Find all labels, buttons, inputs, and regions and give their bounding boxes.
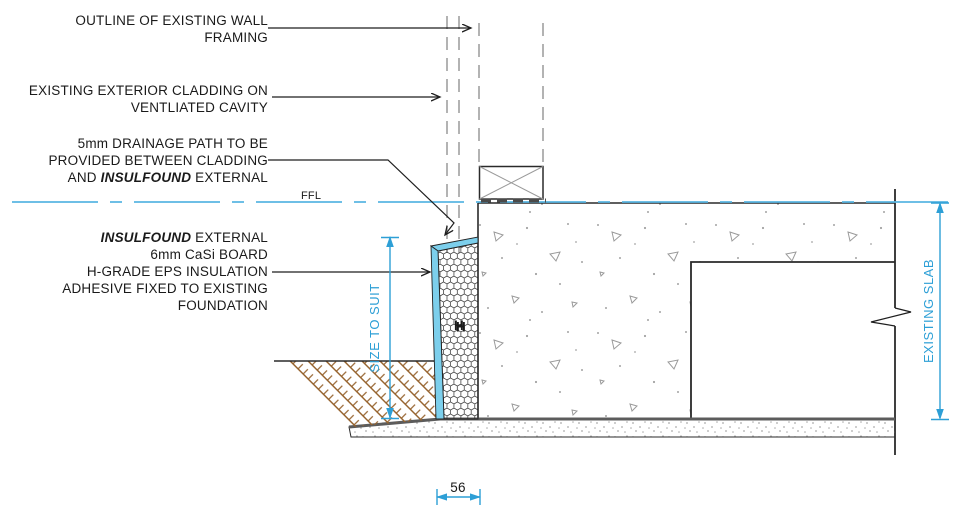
casi-board-face	[430, 245, 445, 420]
eps-grade-shadow: H	[456, 320, 466, 335]
leader-lines	[268, 28, 471, 272]
bottom-plate-symbol	[478, 165, 546, 203]
break-line-symbol	[870, 307, 912, 327]
insulfound-board: H H	[429, 236, 479, 420]
board-line1: INSULFOUND EXTERNAL	[101, 230, 269, 245]
existing-slab-label: EXISTING SLAB	[921, 259, 936, 363]
drainage-line2: PROVIDED BETWEEN CLADDING	[48, 153, 268, 168]
callout-drainage: 5mm DRAINAGE PATH TO BE PROVIDED BETWEEN…	[48, 136, 268, 185]
cladding-line1: EXISTING EXTERIOR CLADDING ON	[29, 83, 268, 98]
ffl-label: FFL	[301, 190, 321, 202]
callout-insulfound-board: INSULFOUND EXTERNAL 6mm CaSi BOARD H-GRA…	[62, 230, 268, 313]
cladding-line2: VENTLIATED CAVITY	[131, 100, 268, 115]
board-line2: 6mm CaSi BOARD	[150, 247, 268, 262]
board-line3: H-GRADE EPS INSULATION	[87, 264, 268, 279]
slab-internal-rebate	[690, 261, 895, 419]
callout-cladding: EXISTING EXTERIOR CLADDING ON VENTLIATED…	[29, 83, 268, 115]
board-line4: ADHESIVE FIXED TO EXISTING	[62, 281, 268, 296]
earth-hatch	[274, 360, 437, 427]
callout-wall-framing: OUTLINE OF EXISTING WALL FRAMING	[75, 13, 268, 45]
wall-framing-line2: FRAMING	[204, 30, 268, 45]
board-width-value: 56	[450, 480, 465, 495]
footing-strip	[348, 417, 896, 438]
eps-grade-label: H	[454, 318, 464, 333]
size-to-suit-label: SIZE TO SUIT	[367, 283, 382, 372]
drainage-line3: AND INSULFOUND EXTERNAL	[68, 170, 269, 185]
drainage-line1: 5mm DRAINAGE PATH TO BE	[78, 136, 268, 151]
dimension-size-to-suit: SIZE TO SUIT	[367, 236, 399, 420]
wall-framing-line1: OUTLINE OF EXISTING WALL	[75, 13, 268, 28]
existing-concrete-slab	[477, 189, 912, 455]
wall-framing-outline	[446, 16, 544, 253]
dimension-existing-slab: EXISTING SLAB	[921, 202, 949, 421]
dimension-board-width: 56	[436, 480, 481, 505]
board-line5: FOUNDATION	[178, 298, 268, 313]
